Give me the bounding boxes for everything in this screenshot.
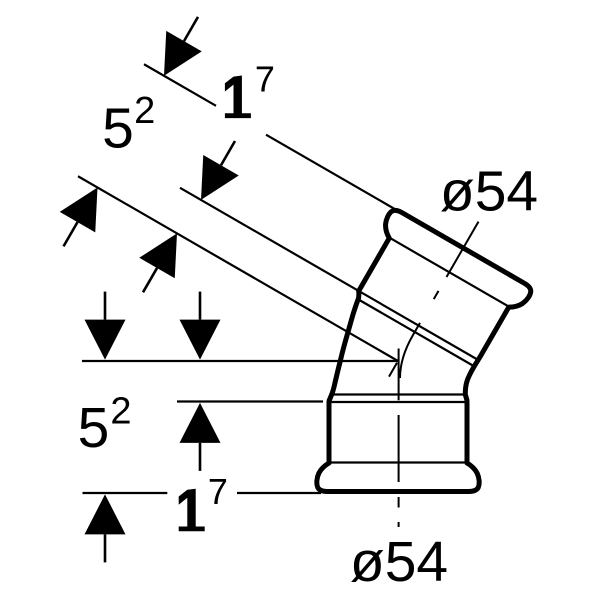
svg-text:ø54: ø54: [350, 530, 448, 594]
svg-text:7: 7: [255, 58, 275, 99]
svg-text:5: 5: [78, 396, 110, 460]
svg-text:7: 7: [208, 471, 228, 512]
svg-text:ø54: ø54: [440, 160, 538, 224]
svg-text:5: 5: [102, 96, 134, 160]
svg-text:2: 2: [134, 90, 155, 132]
svg-text:2: 2: [110, 391, 131, 433]
